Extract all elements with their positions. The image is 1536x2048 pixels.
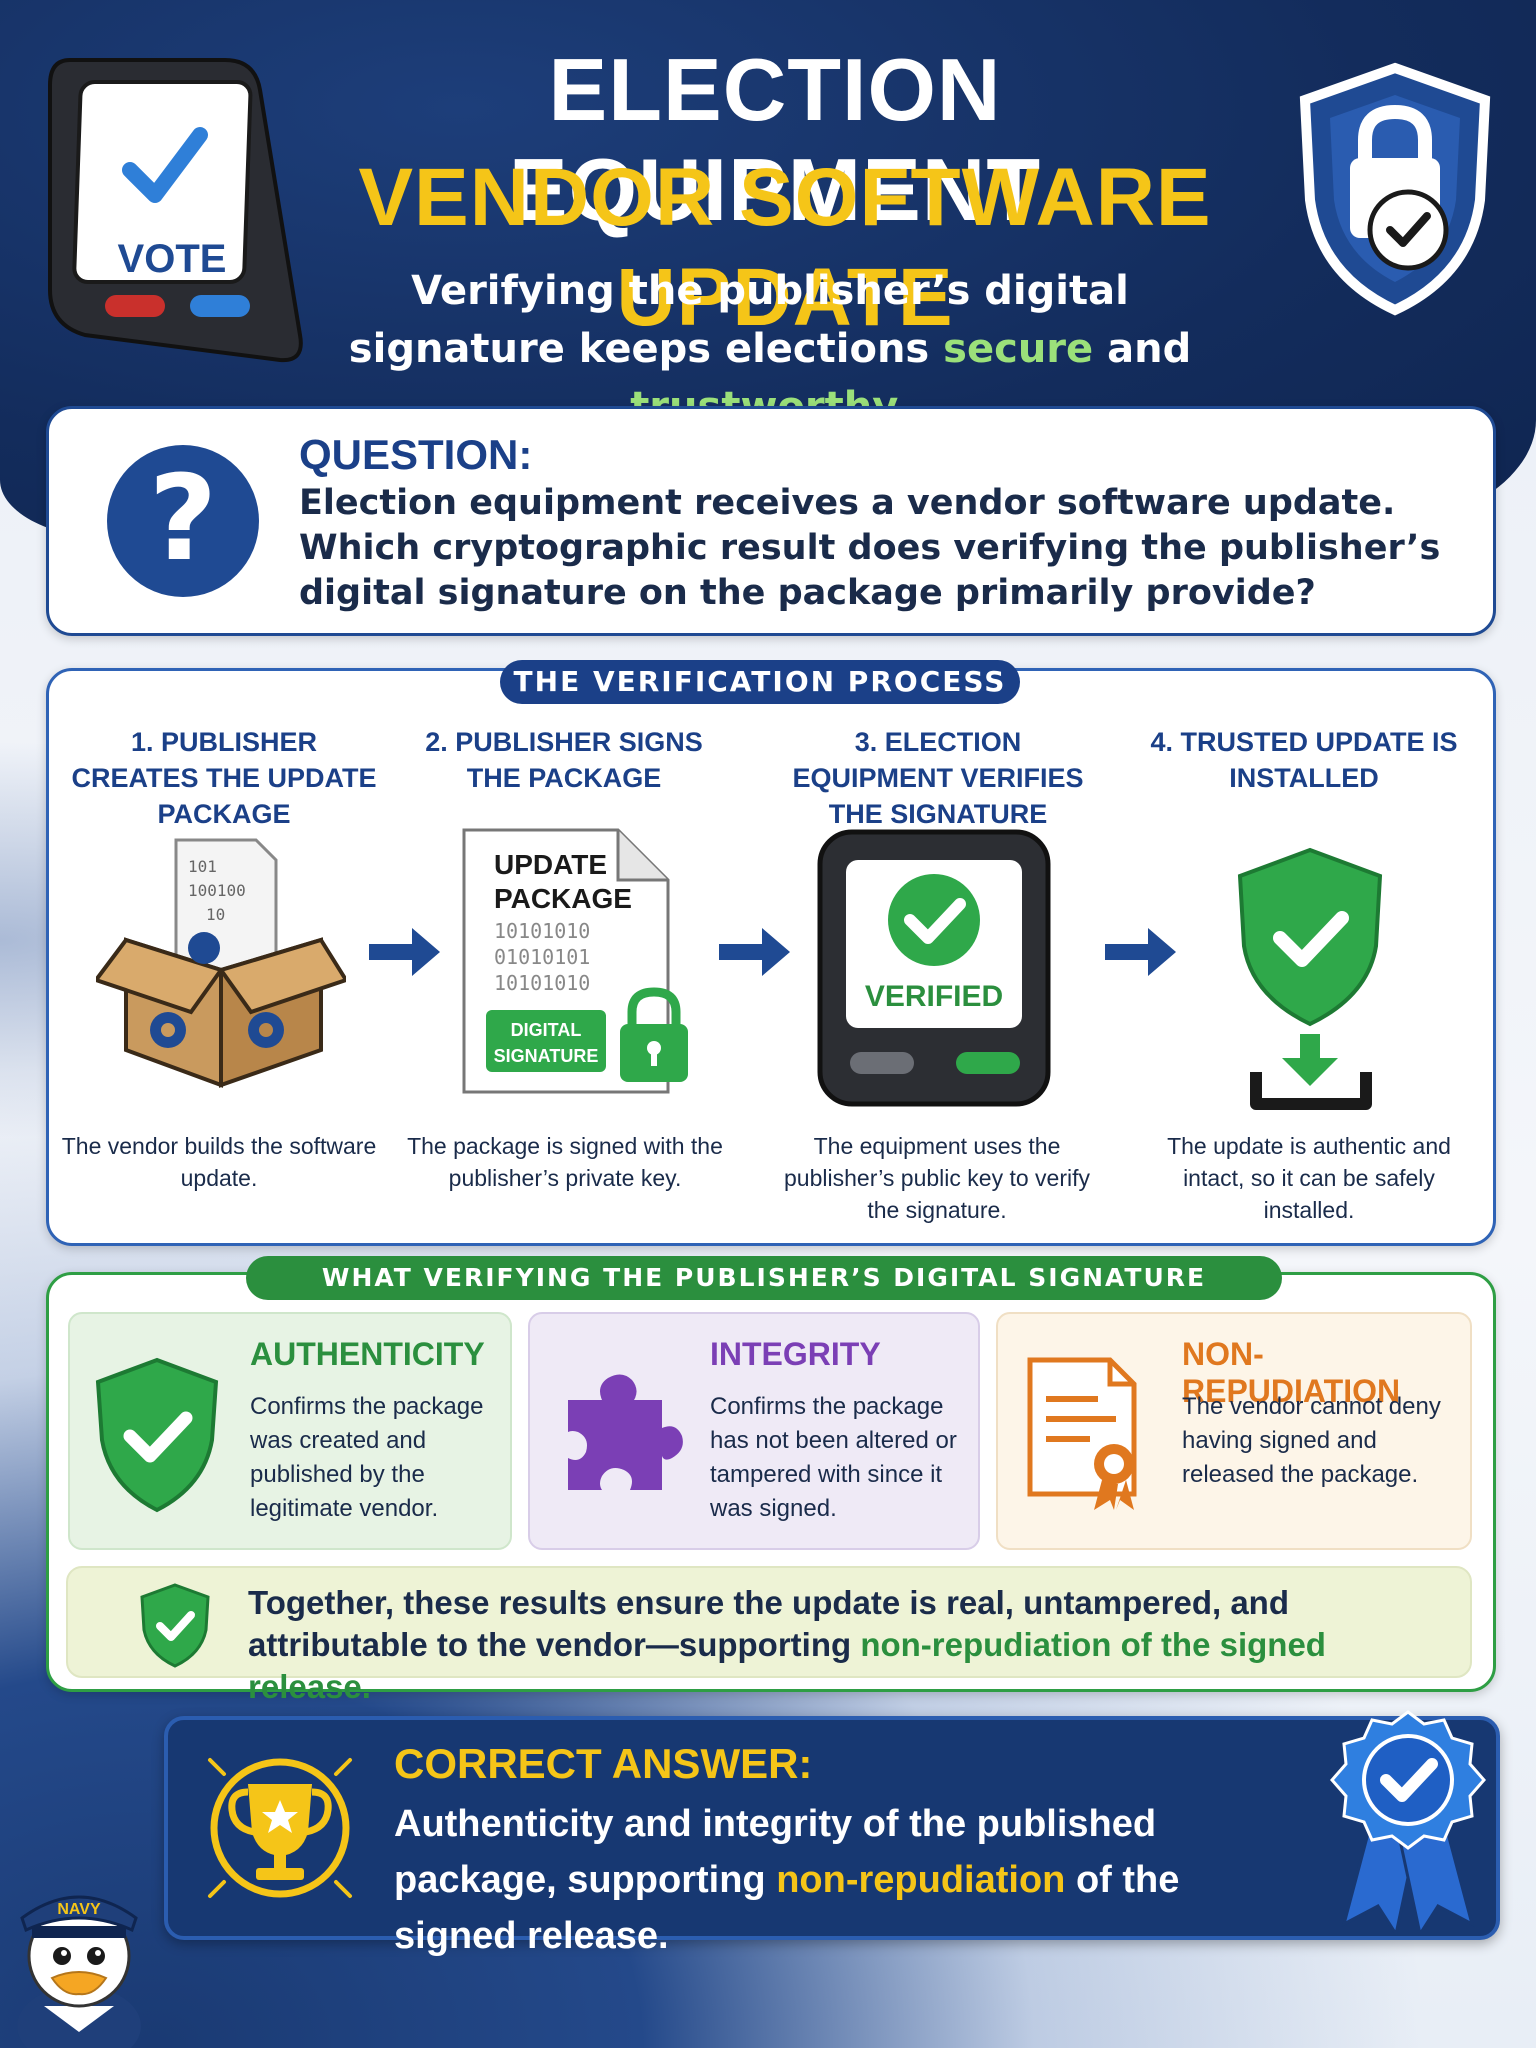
package-bits-2: 01010101 (494, 945, 590, 969)
process-banner: THE VERIFICATION PROCESS (500, 660, 1020, 704)
integrity-box: INTEGRITY Confirms the package has not b… (528, 1312, 980, 1550)
page-title-subline: VENDOR SOFTWARE UPDATE (358, 152, 1212, 343)
provides-banner: WHAT VERIFYING THE PUBLISHER’S DIGITAL S… (246, 1256, 1282, 1336)
package-box-icon: 101 100100 10 (96, 838, 346, 1088)
step-2-title: 2. PUBLISHER SIGNS THE PACKAGE (425, 727, 703, 793)
subtitle-secure: secure (943, 326, 1094, 372)
puzzle-piece-icon (568, 1374, 683, 1490)
non-repudiation-title: NON-REPUDIATION (1182, 1336, 1401, 1409)
navy-duck-mascot: NAVY (17, 1895, 141, 2048)
shield-lock-icon (1299, 62, 1491, 316)
step-3-desc: The equipment uses the publisher’s publi… (784, 1133, 1090, 1223)
arrow-right-icon (1105, 928, 1176, 976)
package-title-2: PACKAGE (494, 883, 632, 914)
question-card: ? QUESTION: Election equipment receives … (46, 406, 1496, 636)
answer-text-end: of the signed release. (394, 1859, 1180, 1957)
question-mark-icon: ? (107, 445, 259, 597)
authenticity-desc: Confirms the package was created and pub… (250, 1393, 484, 1522)
arrow-right-icon (369, 928, 440, 976)
trophy-icon (208, 1758, 352, 1898)
award-ribbon-icon (1330, 1710, 1486, 1936)
together-text: Together, these results ensure the updat… (248, 1582, 1458, 1708)
mascot-cap-label: NAVY (57, 1901, 101, 1918)
package-bits-3: 10101010 (494, 971, 590, 995)
voting-machine-icon: VOTE (48, 58, 303, 363)
together-summary: Together, these results ensure the updat… (66, 1566, 1472, 1705)
non-repudiation-box: NON-REPUDIATION The vendor cannot deny h… (996, 1312, 1472, 1550)
vote-screen-label: VOTE (118, 237, 227, 281)
answer-text-main: Authenticity and integrity of the publis… (394, 1803, 1157, 1901)
together-text-main: Together, these results ensure the updat… (248, 1584, 1289, 1663)
integrity-desc: Confirms the package has not been altere… (710, 1393, 957, 1522)
certificate-icon (1027, 1357, 1137, 1510)
verified-label: VERIFIED (865, 980, 1003, 1013)
shield-check-icon (95, 1357, 219, 1513)
authenticity-title: AUTHENTICITY (250, 1336, 485, 1372)
question-label: QUESTION: (299, 431, 533, 478)
signature-badge-2: SIGNATURE (494, 1046, 599, 1066)
answer-text: Authenticity and integrity of the publis… (394, 1796, 1294, 1964)
svg-text:?: ? (149, 449, 217, 587)
together-text-emph: non-repudiation of the signed release. (248, 1626, 1326, 1705)
step-4-desc: The update is authentic and intact, so i… (1167, 1133, 1451, 1223)
verified-device-icon: VERIFIED (817, 829, 1051, 1107)
step-2-desc: The package is signed with the publisher… (407, 1133, 723, 1191)
header-subtitle: Verifying the publisher’s digital signat… (340, 262, 1200, 436)
step-1-title: 1. PUBLISHER CREATES THE UPDATE PACKAGE (71, 727, 377, 829)
doc-binary-2: 100100 (188, 881, 246, 900)
answer-card: CORRECT ANSWER: Authenticity and integri… (164, 1716, 1500, 1957)
step-3-title: 3. ELECTION EQUIPMENT VERIFIES THE SIGNA… (792, 727, 1084, 829)
subtitle-text: Verifying the publisher’s digital signat… (348, 268, 1129, 372)
non-repudiation-desc: The vendor cannot deny having signed and… (1182, 1393, 1441, 1488)
step-1-desc: The vendor builds the software update. (61, 1133, 377, 1191)
step-4-title: 4. TRUSTED UPDATE IS INSTALLED (1150, 727, 1458, 793)
arrow-right-icon (719, 928, 790, 976)
answer-text-emph: non-repudiation (776, 1859, 1066, 1901)
question-text: Election equipment receives a vendor sof… (299, 483, 1441, 613)
install-shield-icon (1237, 847, 1383, 1110)
signed-package-document-icon: UPDATE PACKAGE 10101010 01010101 1010101… (462, 828, 688, 1094)
authenticity-box: AUTHENTICITY Confirms the package was cr… (68, 1312, 512, 1550)
doc-binary-1: 101 (188, 857, 217, 876)
subtitle-and: and (1107, 326, 1192, 372)
integrity-title: INTEGRITY (710, 1336, 881, 1372)
package-bits-1: 10101010 (494, 919, 590, 943)
answer-label: CORRECT ANSWER: (394, 1740, 813, 1787)
page-title: ELECTION EQUIPMENT (508, 40, 1042, 239)
signature-badge-1: DIGITAL (511, 1020, 582, 1040)
shield-check-icon (140, 1583, 210, 1668)
package-title-1: UPDATE (494, 849, 607, 880)
doc-binary-3: 10 (206, 905, 225, 924)
